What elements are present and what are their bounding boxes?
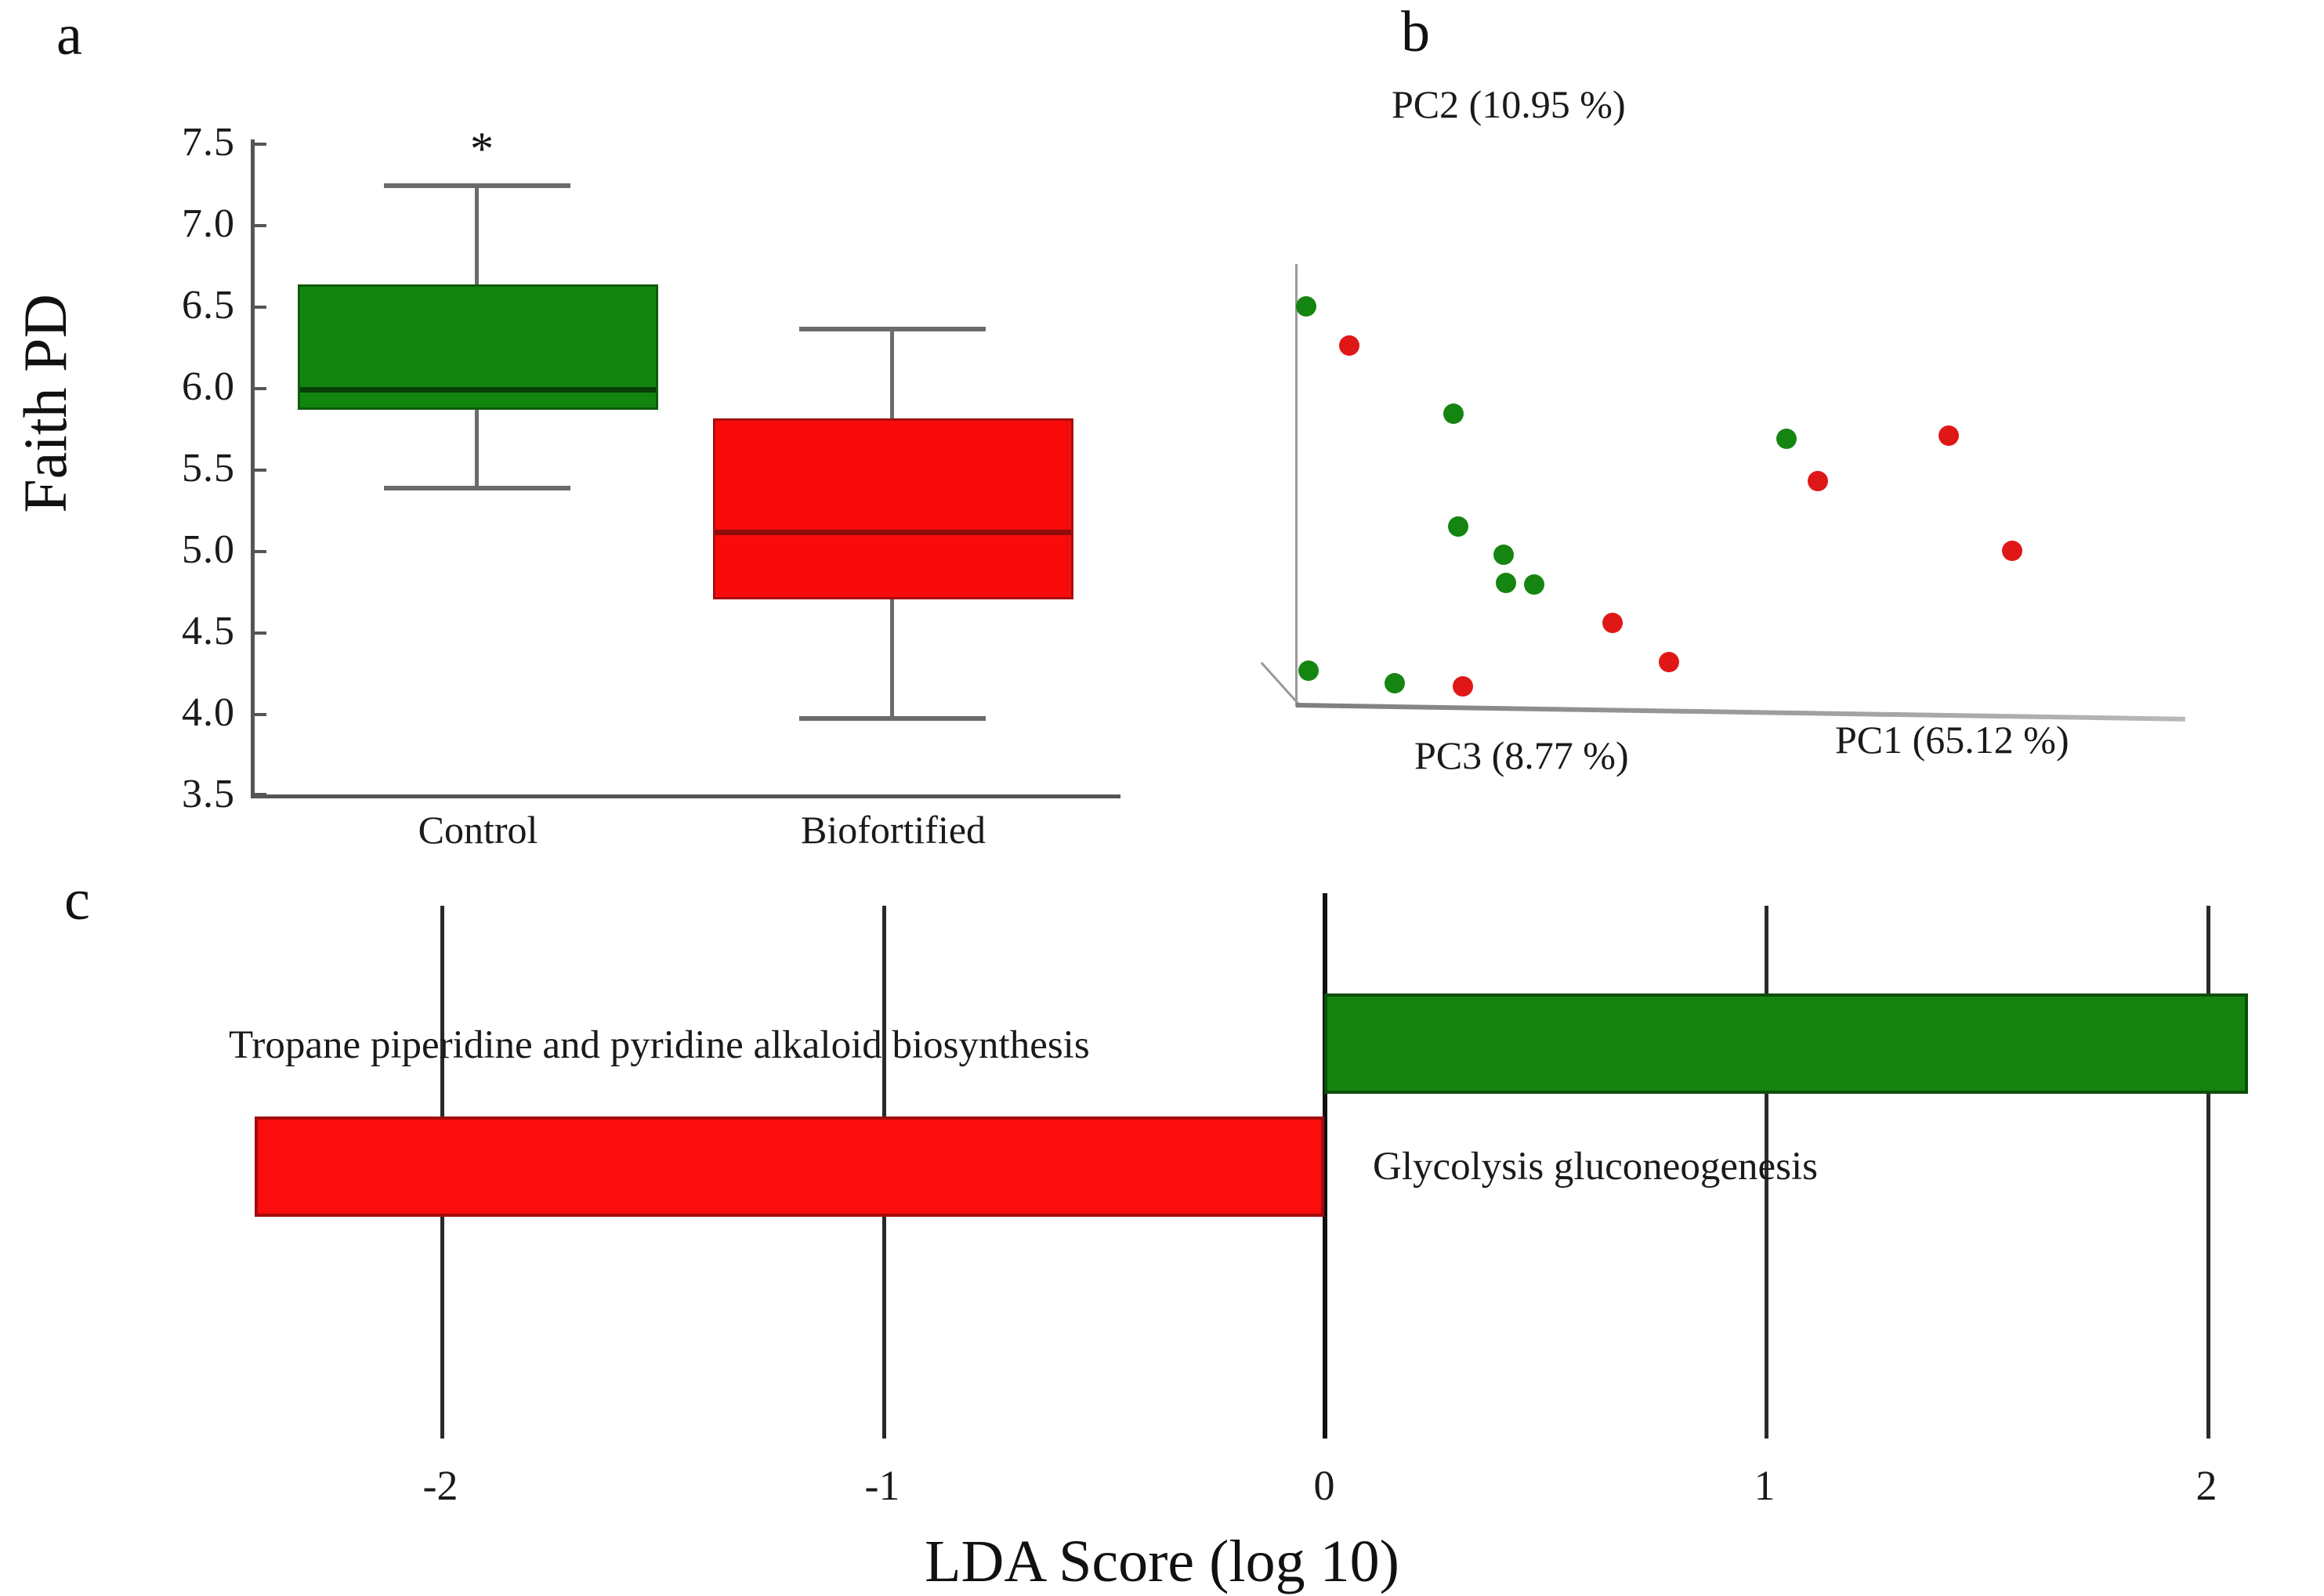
scatter-point-biofortified <box>1808 471 1828 491</box>
scatter-point-biofortified <box>1659 652 1679 672</box>
y-tick-label-4-0: 4.0 <box>182 690 235 735</box>
control-upper-whisker <box>475 183 479 287</box>
lda-bar-tropane-alkaloid-biosynthesis <box>255 1116 1324 1217</box>
scatter-point-control <box>1493 545 1514 565</box>
panel-a-x-axis-line <box>251 794 1120 798</box>
scatter-point-control <box>1776 429 1797 449</box>
scatter-point-control <box>1443 404 1464 424</box>
scatter-point-biofortified <box>2002 541 2022 561</box>
lda-zero-line <box>1323 893 1327 1439</box>
control-median-line <box>300 387 656 393</box>
pcoa-horizontal-axis <box>1295 703 2185 722</box>
y-tick-mark <box>252 632 266 635</box>
scatter-point-biofortified <box>1339 335 1359 356</box>
y-tick-mark <box>252 469 266 472</box>
scatter-point-control <box>1385 673 1405 693</box>
scatter-point-biofortified <box>1938 425 1959 446</box>
lda-x-tick-label-minus1: -1 <box>864 1462 900 1509</box>
y-tick-label-5-5: 5.5 <box>182 446 235 490</box>
scatter-point-control <box>1496 573 1516 593</box>
pcoa-plot-area <box>1152 0 2324 878</box>
y-tick-mark <box>252 387 266 390</box>
scatter-point-control <box>1524 574 1544 595</box>
lda-x-tick-label-plus2: 2 <box>2195 1462 2217 1509</box>
lda-x-axis-title: LDA Score (log 10) <box>925 1529 1399 1594</box>
significance-star: * <box>470 123 494 175</box>
scatter-point-control <box>1298 660 1319 681</box>
y-tick-label-6-0: 6.0 <box>182 364 235 409</box>
lda-gridline-plus1 <box>1765 906 1768 1439</box>
biofortified-lower-whisker-cap <box>799 716 986 721</box>
control-lower-whisker-cap <box>384 486 570 490</box>
lda-bar-label-tropane: Tropane piperidine and pyridine alkaloid… <box>229 1023 1090 1067</box>
lda-x-tick-label-plus1: 1 <box>1754 1462 1776 1509</box>
biofortified-median-line <box>715 530 1071 535</box>
axis-label-pc1: PC1 (65.12 %) <box>1835 718 2069 762</box>
scatter-point-biofortified <box>1453 676 1473 697</box>
y-tick-mark <box>252 306 266 309</box>
y-tick-mark <box>252 224 266 227</box>
panel-c-letter: c <box>64 868 90 932</box>
lda-x-tick-label-zero: 0 <box>1313 1462 1335 1509</box>
y-tick-mark <box>252 550 266 553</box>
panel-c-lda-bars: c Tropane piperidine and pyridine alkalo… <box>0 871 2324 1594</box>
y-tick-label-7-5: 7.5 <box>182 120 235 165</box>
lda-gridline-plus2 <box>2206 906 2210 1439</box>
x-category-label-biofortified: Biofortified <box>800 808 986 852</box>
scatter-point-control <box>1448 516 1468 537</box>
scatter-point-biofortified <box>1602 613 1623 633</box>
biofortified-upper-whisker <box>890 327 894 421</box>
panel-a-letter: a <box>56 3 82 67</box>
panel-a-boxplot: a Faith PD 7.5 7.0 6.5 6.0 5.5 5.0 4.5 4… <box>0 0 1152 878</box>
lda-bar-label-glycolysis: Glycolysis gluconeogenesis <box>1373 1145 1818 1189</box>
lda-bar-glycolysis-gluconeogenesis <box>1324 993 2248 1094</box>
axis-label-pc2: PC2 (10.95 %) <box>1392 82 1626 126</box>
y-tick-label-6-5: 6.5 <box>182 283 235 328</box>
y-tick-mark <box>252 143 266 146</box>
biofortified-lower-whisker <box>890 599 894 718</box>
y-tick-label-3-5: 3.5 <box>182 772 235 816</box>
y-tick-label-5-0: 5.0 <box>182 527 235 572</box>
control-lower-whisker <box>475 410 479 488</box>
panel-b-pcoa-scatter: b PC2 (10.95 %) PC3 (8.77 %) PC1 (65.12 … <box>1152 0 2324 878</box>
axis-label-pc3: PC3 (8.77 %) <box>1414 733 1629 777</box>
y-tick-label-4-5: 4.5 <box>182 609 235 653</box>
panel-a-y-axis-line <box>251 139 255 798</box>
y-tick-label-7-0: 7.0 <box>182 201 235 246</box>
x-category-label-control: Control <box>418 808 538 852</box>
biofortified-box <box>713 418 1073 599</box>
lda-x-tick-label-minus2: -2 <box>422 1462 458 1509</box>
panel-b-letter: b <box>1401 0 1430 64</box>
pcoa-vertical-axis <box>1295 264 1298 707</box>
scatter-point-control <box>1296 296 1316 317</box>
lda-plot-area: Tropane piperidine and pyridine alkaloid… <box>0 878 2324 1509</box>
y-tick-mark <box>252 713 266 716</box>
